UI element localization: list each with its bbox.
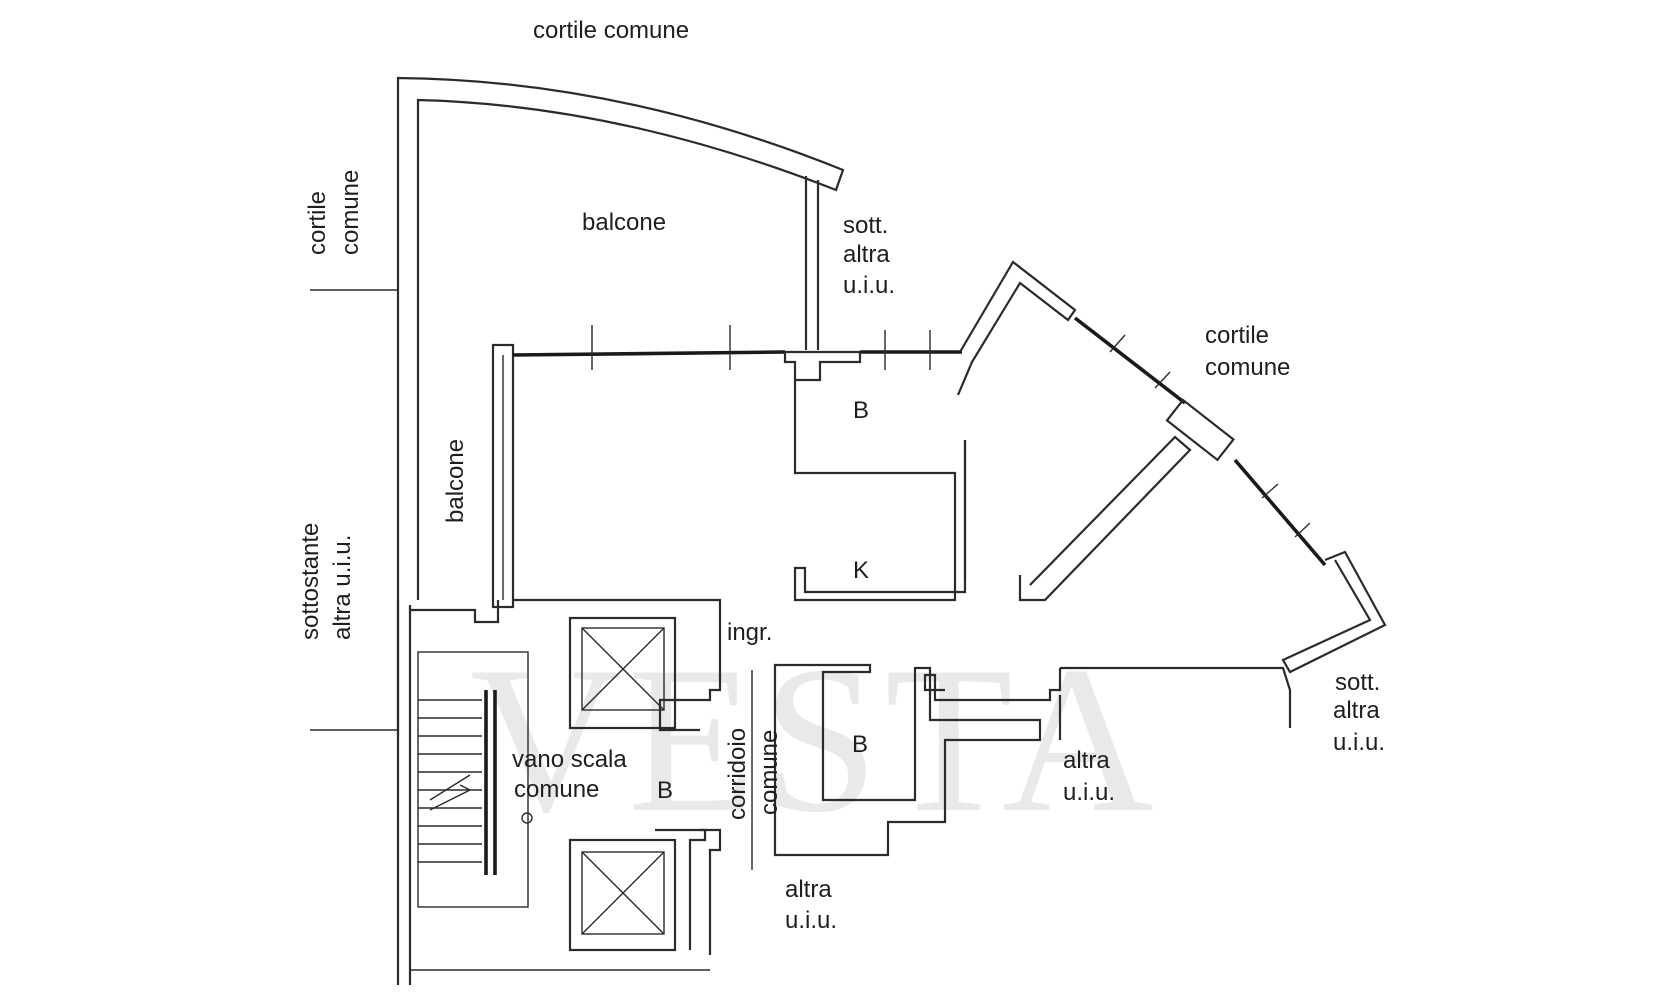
label-sottostante: sottostante [297, 523, 324, 640]
balcony-left [491, 343, 515, 609]
bay-window-right [956, 260, 1387, 674]
watermark: VESTA [470, 624, 1160, 856]
label-altra-mid: altra [1063, 747, 1110, 774]
label-bathroom-top: B [853, 397, 869, 424]
label-corridoio: corridoio [724, 728, 751, 820]
label-uiu-right: u.i.u. [1333, 729, 1385, 756]
label-bathroom-stair: B [657, 777, 673, 804]
label-ingresso: ingr. [727, 619, 772, 646]
label-comune-right: comune [1205, 354, 1290, 381]
balcony-top [396, 76, 845, 735]
label-cortile-left: cortile [304, 191, 331, 255]
window-wall-top [512, 325, 962, 382]
label-uiu-top: u.i.u. [843, 272, 895, 299]
label-uiu-mid: u.i.u. [1063, 779, 1115, 806]
label-vano-scala: vano scala [512, 746, 627, 773]
label-cortile-comune-top: cortile comune [533, 17, 689, 44]
label-cortile-right: cortile [1205, 322, 1269, 349]
label-altra-bottom: altra [785, 876, 832, 903]
label-sott-top: sott. [843, 212, 888, 239]
label-sottostante-altra: altra u.i.u. [329, 535, 356, 640]
interior-diagonal-wall [1018, 435, 1192, 602]
label-bathroom-bottom: B [852, 731, 868, 758]
label-altra-top: altra [843, 241, 890, 268]
stairwell [396, 600, 710, 985]
label-altra-right: altra [1333, 697, 1380, 724]
label-sott-right: sott. [1335, 669, 1380, 696]
label-kitchen: K [853, 557, 869, 584]
label-vano-scala-comune: comune [514, 776, 599, 803]
lift-top [568, 616, 677, 730]
label-corridoio-comune: comune [756, 730, 783, 815]
corridor-walls [513, 598, 722, 732]
bathroom-bottom-walls [773, 663, 1042, 857]
label-uiu-bottom: u.i.u. [785, 907, 837, 934]
label-balcone-left: balcone [442, 439, 469, 523]
wall-bottom-right [1060, 666, 1292, 728]
label-comune-left: comune [337, 170, 364, 255]
bathroom-top-walls [793, 380, 967, 602]
label-balcone-top: balcone [582, 209, 666, 236]
lift-bottom [568, 828, 722, 955]
wall-altra-uiu [923, 668, 1062, 702]
